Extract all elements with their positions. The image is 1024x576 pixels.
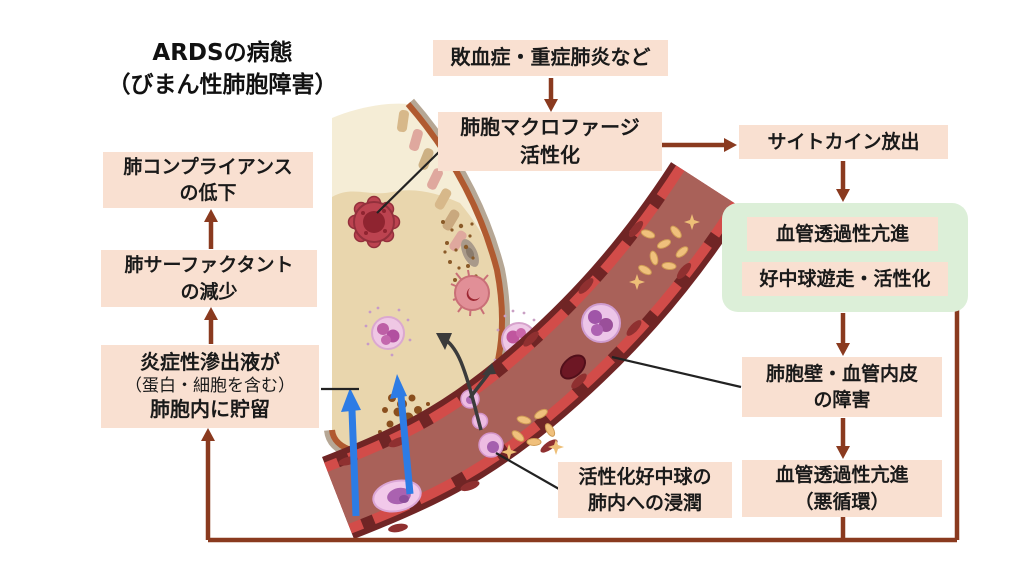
pointer-infiltration [495, 452, 560, 490]
node-neutrophil-infiltration: 活性化好中球の 肺内への浸潤 [558, 462, 732, 518]
node-sepsis-label: 敗血症・重症肺炎など [450, 45, 651, 70]
node-vicious-line1: 血管透過性亢進 [775, 464, 909, 487]
cilia [397, 109, 467, 252]
bacteria-cluster-lower [501, 408, 564, 460]
node-compliance-line2: の低下 [179, 182, 237, 204]
bacteria-cluster-upper [629, 214, 700, 290]
leak-arrow-left [348, 409, 360, 517]
node-macrophage-activation: 肺胞マクロファージ 活性化 [438, 112, 662, 171]
node-surfactant-line1: 肺サーファクタント [124, 254, 294, 277]
arrow-surfactant-compliance-head [204, 209, 218, 222]
red-blood-clot [559, 354, 587, 380]
pointer-lines [321, 148, 742, 490]
node-wall-damage-line2: の障害 [813, 389, 871, 411]
node-wall-damage-line1: 肺胞壁・血管内皮 [765, 362, 918, 385]
node-exudate-line2: （蛋白・細胞を含む） [125, 375, 295, 396]
arrow-cytokine-green-head [836, 189, 850, 202]
node-surfactant-decrease: 肺サーファクタント の減少 [101, 250, 317, 307]
loop-left-head [201, 428, 215, 441]
node-exudate-line1: 炎症性滲出液が [140, 350, 280, 375]
pointer-wall-damage [611, 355, 742, 389]
migration-arrow [436, 333, 496, 431]
type2-cell-spiky [450, 269, 490, 317]
neutrophil-in-fluid [364, 306, 412, 357]
node-neutrophil-activation-label: 好中球遊走・活性化 [759, 267, 931, 290]
node-sepsis: 敗血症・重症肺炎など [433, 40, 668, 76]
title-line-2: （びまん性肺胞障害） [107, 71, 338, 98]
arrow-exudate-surfactant-head [204, 307, 218, 320]
node-surfactant-line2: の減少 [180, 280, 238, 303]
node-lung-compliance-decrease: 肺コンプライアンス の低下 [103, 152, 313, 208]
fluid-leak-arrows [341, 374, 414, 517]
leak-arrow-right [397, 395, 414, 495]
node-vascular-permeability-label: 血管透過性亢進 [775, 222, 909, 245]
arrow-macrophage-cytokine-head [724, 138, 737, 152]
leak-arrow-left-head [341, 388, 361, 412]
arrow-sepsis-macrophage-head [544, 99, 558, 112]
arrow-green-wall-head [836, 343, 850, 356]
node-neutrophil-activation: 好中球遊走・活性化 [742, 262, 948, 296]
node-infiltration-line2: 肺内への浸潤 [587, 492, 702, 514]
node-inflammatory-exudate: 炎症性滲出液が （蛋白・細胞を含む） 肺胞内に貯留 [101, 345, 319, 428]
pointer-macrophage [376, 148, 443, 214]
neutrophil-in-vessel [581, 303, 621, 343]
macrophage-cell [347, 195, 401, 249]
node-macrophage-line2: 活性化 [520, 142, 580, 167]
node-infiltration-line1: 活性化好中球の [578, 465, 712, 488]
arrow-wall-vicious-head [836, 446, 850, 459]
node-vicious-line2: （悪循環） [794, 490, 890, 513]
node-macrophage-line1: 肺胞マクロファージ [460, 114, 640, 139]
node-permeability-vicious-cycle: 血管透過性亢進 （悪循環） [742, 460, 942, 517]
node-wall-endothelium-damage: 肺胞壁・血管内皮 の障害 [742, 357, 942, 417]
node-cytokine-label: サイトカイン放出 [767, 130, 920, 153]
node-vascular-permeability: 血管透過性亢進 [747, 217, 938, 251]
leak-arrow-right-head [390, 374, 407, 399]
node-exudate-line3: 肺胞内に貯留 [150, 397, 270, 422]
diagram-title: ARDSの病態 （びまん性肺胞障害） [95, 38, 350, 101]
title-line-1: ARDSの病態 [152, 40, 293, 66]
node-compliance-line1: 肺コンプライアンス [123, 155, 293, 178]
node-cytokine-release: サイトカイン放出 [739, 125, 948, 159]
